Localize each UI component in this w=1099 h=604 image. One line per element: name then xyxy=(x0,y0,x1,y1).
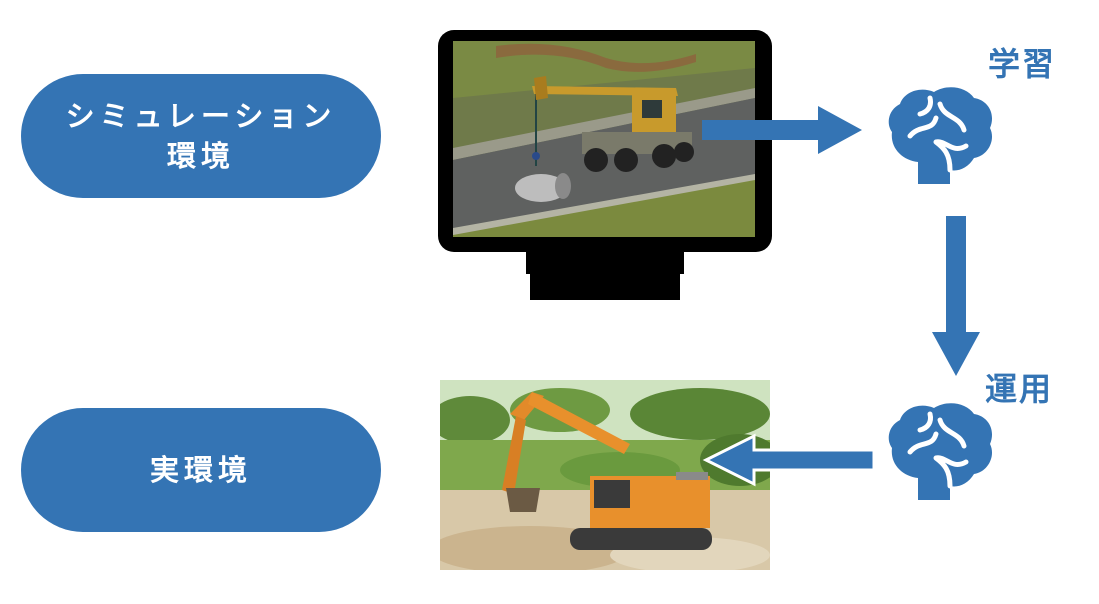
brain-icon-deployment xyxy=(888,403,993,500)
real-environment-label: 実環境 xyxy=(149,453,252,487)
monitor-icon xyxy=(438,30,772,300)
learning-label: 学習 xyxy=(988,45,1057,83)
simulation-environment-pill: シミュレーション 環境 xyxy=(21,74,381,198)
arrow-icon-to-learning xyxy=(702,106,862,154)
brain-icon-learning xyxy=(888,87,993,184)
deployment-label: 運用 xyxy=(985,370,1054,408)
real-excavator-photo xyxy=(440,380,770,570)
simulation-screen-image xyxy=(453,41,755,237)
arrow-icon-to-deployment xyxy=(932,216,980,376)
real-environment-pill: 実環境 xyxy=(21,408,381,532)
simulation-label-line1: シミュレーション xyxy=(65,99,337,133)
arrow-icon-to-real xyxy=(702,433,876,487)
simulation-label-line2: 環境 xyxy=(166,139,235,173)
